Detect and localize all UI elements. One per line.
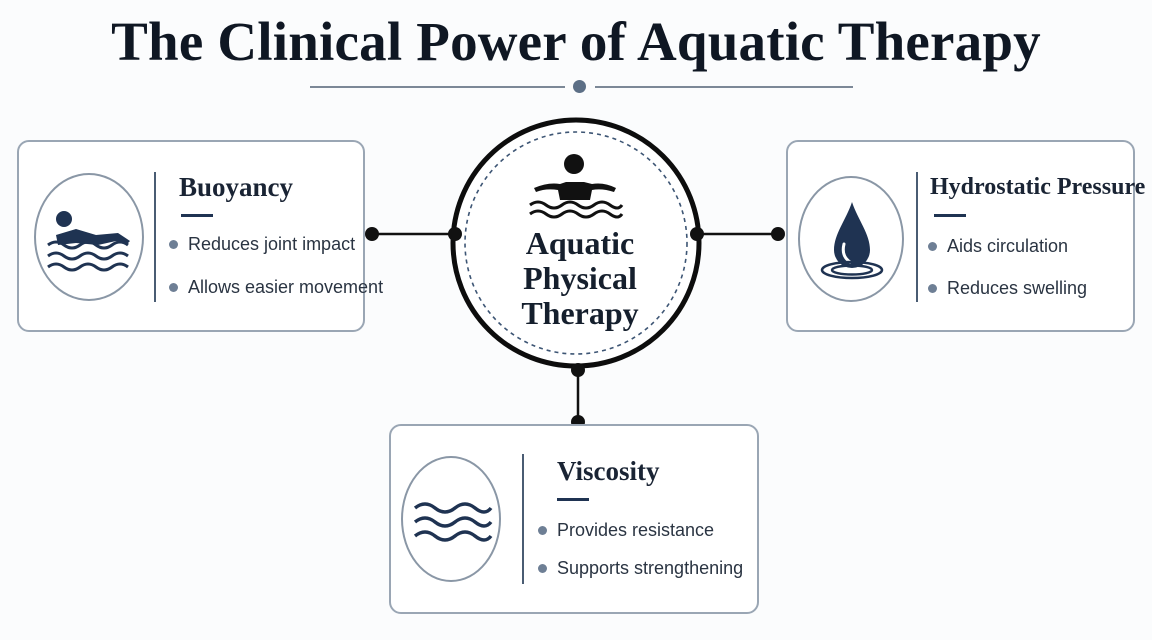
title-divider-left <box>310 86 565 88</box>
bullet-dot <box>169 240 178 249</box>
floating-person-icon <box>47 211 130 272</box>
viscosity-title: Viscosity <box>557 456 660 486</box>
buoyancy-card: Buoyancy Reduces joint impact Allows eas… <box>17 140 383 332</box>
swimmer-icon <box>529 154 624 219</box>
bullet-item: Allows easier movement <box>169 277 383 298</box>
connector-dot <box>571 363 585 377</box>
bullet-text: Supports strengthening <box>557 558 744 578</box>
bullet-dot <box>538 564 547 573</box>
bullet-text: Allows easier movement <box>188 277 384 297</box>
card-separator <box>154 172 156 302</box>
hub-label-line: Physical <box>523 260 637 296</box>
bullet-text: Reduces swelling <box>947 278 1088 298</box>
buoyancy-title: Buoyancy <box>179 172 294 202</box>
viscosity-card: Viscosity Provides resistance Supports s… <box>389 424 759 614</box>
connector-dot <box>690 227 704 241</box>
bullet-text: Aids circulation <box>947 236 1069 256</box>
water-drop-icon <box>820 202 884 280</box>
bullet-dot <box>928 284 937 293</box>
bullet-item: Provides resistance <box>538 520 714 541</box>
page-title: The Clinical Power of Aquatic Therapy <box>111 11 1041 72</box>
title-underline <box>934 214 966 217</box>
hydrostatic-card: Hydrostatic Pressure Aids circulation Re… <box>786 140 1145 332</box>
bullet-dot <box>538 526 547 535</box>
connector-dot <box>771 227 785 241</box>
waves-icon <box>413 502 493 542</box>
bullet-text: Reduces joint impact <box>188 234 356 254</box>
title-divider-dot <box>573 80 586 93</box>
connector-dot <box>365 227 379 241</box>
viscosity-icon-circle <box>401 456 501 582</box>
hub-label-line: Aquatic <box>525 225 635 261</box>
bullet-dot <box>928 242 937 251</box>
hydrostatic-icon-circle <box>798 176 904 302</box>
title-underline <box>181 214 213 217</box>
title-underline <box>557 498 589 501</box>
hydrostatic-title: Hydrostatic Pressure <box>930 174 1146 200</box>
title-divider-right <box>595 86 853 88</box>
buoyancy-icon-circle <box>34 173 144 301</box>
bullet-item: Aids circulation <box>928 236 1068 257</box>
connector-dot <box>448 227 462 241</box>
bullet-item: Reduces swelling <box>928 278 1087 299</box>
hub-label-line: Therapy <box>521 295 639 331</box>
bullet-item: Reduces joint impact <box>169 234 355 255</box>
card-separator <box>522 454 524 584</box>
bullet-dot <box>169 283 178 292</box>
bullet-text: Provides resistance <box>557 520 715 540</box>
bullet-item: Supports strengthening <box>538 558 743 579</box>
hub-label: Aquatic Physical Therapy <box>465 226 695 331</box>
hub-dashed-ring <box>464 131 688 355</box>
card-separator <box>916 172 918 302</box>
